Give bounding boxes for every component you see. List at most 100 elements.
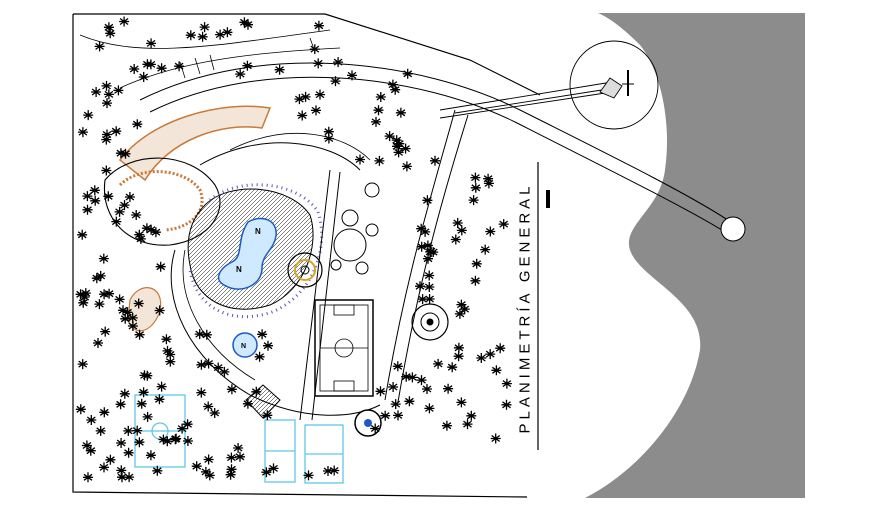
- palm-tree-icon: [455, 396, 468, 409]
- palm-tree-icon: [93, 298, 106, 310]
- round-plaza: [287, 252, 323, 288]
- palm-tree-icon: [100, 80, 113, 92]
- palm-tree-icon: [423, 269, 435, 282]
- palm-tree-icon: [195, 386, 207, 399]
- palm-tree-icon: [452, 350, 465, 362]
- palm-tree-icon: [119, 388, 131, 400]
- small-pool: [232, 332, 258, 358]
- palm-tree-icon: [390, 398, 402, 410]
- palm-tree-icon: [118, 199, 131, 211]
- palm-tree-icon: [375, 91, 387, 103]
- palm-tree-icon: [153, 393, 166, 405]
- palm-tree-icon: [133, 329, 146, 341]
- palm-tree-icon: [429, 155, 441, 167]
- sea-area: [585, 13, 805, 498]
- palm-tree-icon: [137, 386, 150, 398]
- palm-tree-icon: [95, 425, 107, 437]
- inner-walkway: [170, 142, 381, 416]
- palm-tree-icon: [494, 342, 506, 354]
- palm-tree-icon: [98, 252, 110, 265]
- cabana-cluster: [330, 182, 380, 275]
- palm-tree-icon: [198, 21, 211, 33]
- pier: [439, 40, 659, 130]
- palm-tree-icon: [373, 155, 386, 167]
- central-promenade: [299, 169, 341, 421]
- palm-tree-icon: [273, 64, 286, 76]
- palm-tree-icon: [115, 464, 127, 477]
- palm-tree-icon: [479, 243, 491, 256]
- palm-tree-icon: [131, 424, 143, 437]
- palm-tree-icon: [469, 171, 482, 184]
- drawing-title: PLANIMETRÍA GENERAL: [516, 181, 534, 434]
- palm-tree-icon: [92, 337, 104, 349]
- palm-tree-icon: [218, 366, 231, 378]
- palm-tree-icon: [374, 385, 387, 397]
- palm-tree-icon: [124, 191, 136, 203]
- palm-tree-icon: [115, 437, 127, 449]
- palm-tree-icon: [395, 107, 407, 119]
- gazebo: [411, 303, 449, 341]
- palm-tree-icon: [113, 206, 126, 218]
- palm-tree-icon: [256, 328, 268, 340]
- parking-area: [79, 29, 341, 89]
- palm-tree-icon: [309, 43, 321, 55]
- palm-tree-icon: [130, 209, 142, 221]
- title-mark: [546, 190, 550, 208]
- palm-tree-icon: [312, 57, 324, 70]
- palm-tree-icon: [202, 453, 215, 466]
- palm-tree-icon: [160, 333, 173, 345]
- palm-tree-icon: [113, 293, 126, 306]
- palm-tree-icon: [225, 451, 238, 464]
- palm-tree-icon: [253, 351, 266, 363]
- palm-tree-icon: [332, 56, 344, 68]
- main-pool: [217, 217, 277, 290]
- palm-tree-icon: [191, 460, 203, 472]
- palm-tree-icon: [441, 420, 453, 432]
- palm-tree-icon: [155, 261, 167, 273]
- palm-tree-icon: [234, 451, 246, 463]
- palm-tree-icon: [241, 60, 254, 72]
- palm-tree-icon: [467, 194, 480, 206]
- palm-tree-icon: [75, 403, 87, 415]
- palm-tree-icon: [490, 432, 502, 445]
- palm-tree-icon: [122, 425, 134, 437]
- north-arrow-icon: [622, 70, 634, 96]
- palm-tree-icon: [402, 68, 414, 80]
- palm-tree-icon: [122, 447, 135, 459]
- palm-tree-icon: [196, 31, 209, 43]
- palm-tree-icon: [104, 454, 117, 466]
- palm-tree-icon: [185, 29, 197, 41]
- palm-tree-icon: [214, 28, 226, 41]
- palm-tree-icon: [484, 348, 496, 360]
- soccer-field: [314, 299, 374, 397]
- palm-tree-icon: [469, 275, 482, 287]
- palm-tree-icon: [104, 27, 116, 39]
- palm-tree-icon: [82, 471, 94, 483]
- palm-tree-icon: [314, 88, 326, 101]
- site-boundary: [72, 13, 541, 498]
- palm-tree-icon: [475, 352, 487, 364]
- palm-tree-icon: [93, 40, 106, 53]
- palm-tree-icon: [114, 398, 127, 410]
- palm-tree-icon: [232, 442, 244, 454]
- palm-tree-icon: [145, 37, 157, 50]
- palm-tree-icon: [101, 97, 113, 109]
- palm-tree-icon: [415, 374, 428, 386]
- palm-tree-icon: [490, 364, 503, 376]
- palm-tree-icon: [90, 86, 102, 98]
- palm-tree-icon: [328, 464, 340, 477]
- palm-tree-icon: [103, 21, 115, 33]
- palm-tree-icon: [483, 177, 495, 190]
- palm-tree-icon: [392, 409, 404, 422]
- palm-tree-icon: [77, 126, 89, 138]
- palm-tree-icon: [82, 109, 94, 121]
- palm-tree-icon: [212, 361, 224, 374]
- palm-tree-icon: [423, 281, 435, 293]
- fountain: [354, 409, 382, 437]
- palm-tree-icon: [313, 20, 325, 32]
- palm-tree-icon: [100, 164, 112, 177]
- palm-tree-icon: [81, 204, 94, 216]
- palm-tree-icon: [387, 381, 399, 393]
- palm-tree-icon: [401, 160, 413, 173]
